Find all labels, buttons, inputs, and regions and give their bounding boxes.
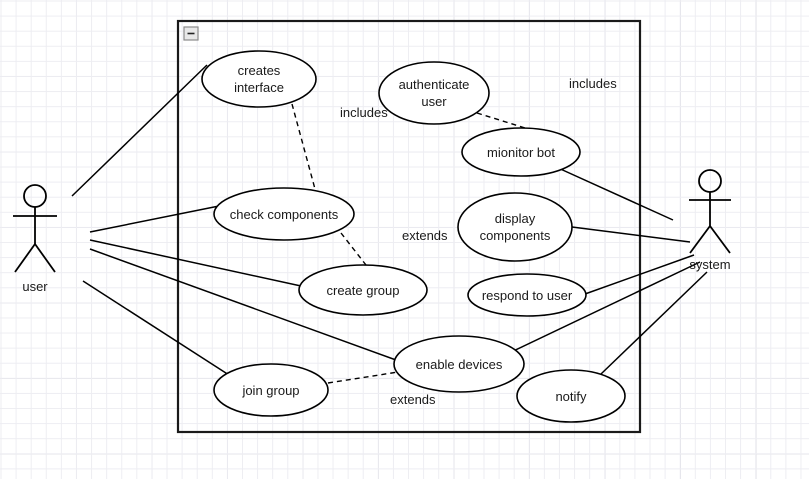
usecase-enable-devices[interactable]: enable devices — [393, 335, 525, 393]
dep-includes-auth-monitor[interactable] — [476, 112, 539, 133]
actor-user[interactable]: user — [13, 184, 57, 294]
dep-includes-creates-check[interactable] — [291, 103, 316, 190]
actor-leg-right-icon — [709, 225, 731, 254]
usecase-join-group[interactable]: join group — [213, 363, 329, 417]
association-lines-user — [71, 64, 397, 376]
actor-label-system: system — [689, 257, 730, 272]
dep-extends-check-creategroup[interactable] — [340, 232, 367, 266]
usecase-creates-interface[interactable]: creates interface — [201, 50, 317, 108]
actor-leg-left-icon — [689, 225, 711, 254]
assoc-system-enable-devices[interactable] — [504, 261, 701, 356]
relationship-label-includes: includes — [340, 105, 388, 120]
usecase-respond-to-user[interactable]: respond to user — [467, 273, 587, 317]
assoc-user-enable-devices[interactable] — [89, 248, 397, 361]
usecase-label: create group — [327, 283, 400, 298]
system-boundary[interactable] — [176, 19, 642, 434]
relationship-labels: includes includes extends extends — [340, 76, 617, 407]
usecase-label: enable devices — [416, 357, 503, 372]
assoc-user-check-components[interactable] — [89, 205, 220, 233]
relationship-label-extends: extends — [402, 228, 448, 243]
usecase-notify[interactable]: notify — [516, 369, 626, 423]
usecase-label: creates — [238, 63, 281, 78]
usecase-label: respond to user — [482, 288, 573, 303]
usecase-label: join group — [241, 383, 299, 398]
association-lines-system — [504, 166, 708, 375]
relationship-label-includes: includes — [569, 76, 617, 91]
actor-system[interactable]: system — [689, 169, 731, 272]
usecase-display-components[interactable]: display components — [457, 192, 573, 262]
assoc-user-join-group[interactable] — [82, 280, 230, 376]
minus-square-icon[interactable] — [183, 26, 199, 41]
system-boundary-rect[interactable] — [176, 19, 642, 434]
actor-head-icon — [698, 169, 722, 193]
usecase-create-group[interactable]: create group — [298, 264, 428, 316]
usecase-mionitor-bot[interactable]: mionitor bot — [461, 127, 581, 177]
usecase-label: display — [495, 211, 536, 226]
assoc-system-notify[interactable] — [600, 271, 708, 375]
assoc-user-creates-interface[interactable] — [71, 64, 208, 197]
usecase-label: authenticate — [399, 77, 470, 92]
usecase-label: mionitor bot — [487, 145, 555, 160]
actor-leg-right-icon — [34, 243, 56, 273]
actor-leg-left-icon — [14, 243, 36, 273]
relationship-label-extends: extends — [390, 392, 436, 407]
usecase-check-components[interactable]: check components — [213, 187, 355, 241]
usecase-label: check components — [230, 207, 339, 222]
dependency-lines — [291, 103, 539, 384]
usecase-label: user — [421, 94, 447, 109]
assoc-system-respond-to-user[interactable] — [584, 254, 695, 295]
usecase-label: interface — [234, 80, 284, 95]
usecase-label: notify — [555, 389, 587, 404]
assoc-system-display-components[interactable] — [571, 226, 691, 243]
usecase-label: components — [480, 228, 551, 243]
actor-label-user: user — [22, 279, 48, 294]
assoc-system-mionitor-bot[interactable] — [555, 166, 674, 221]
assoc-user-create-group[interactable] — [89, 239, 302, 287]
actor-head-icon — [23, 184, 47, 208]
usecase-authenticate-user[interactable]: authenticate user — [378, 61, 490, 125]
